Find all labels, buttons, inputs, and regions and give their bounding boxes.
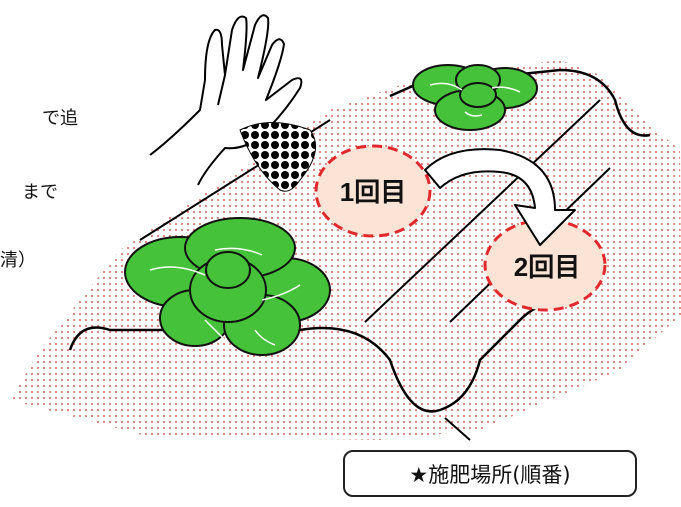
label-second: 2回目 (514, 252, 580, 282)
edge-fragment-3: 清） (0, 250, 36, 271)
legend-text: ★施肥場所(順番) (409, 462, 571, 487)
fertilizer-pile (239, 122, 317, 192)
label-first: 1回目 (340, 177, 406, 207)
bed-front-curve (68, 302, 561, 413)
lettuce-large (124, 217, 331, 356)
ridge-outline (389, 68, 651, 137)
legend-box: ★施肥場所(順番) (343, 450, 637, 497)
arrow-first-to-second (424, 148, 576, 246)
edge-fragment-2: まで (22, 182, 58, 203)
zone-first (314, 144, 432, 238)
front-edge (444, 417, 471, 441)
furrow-line-1 (364, 99, 601, 323)
lettuce-small (412, 64, 538, 131)
edge-fragment-1: で追 (42, 108, 78, 129)
